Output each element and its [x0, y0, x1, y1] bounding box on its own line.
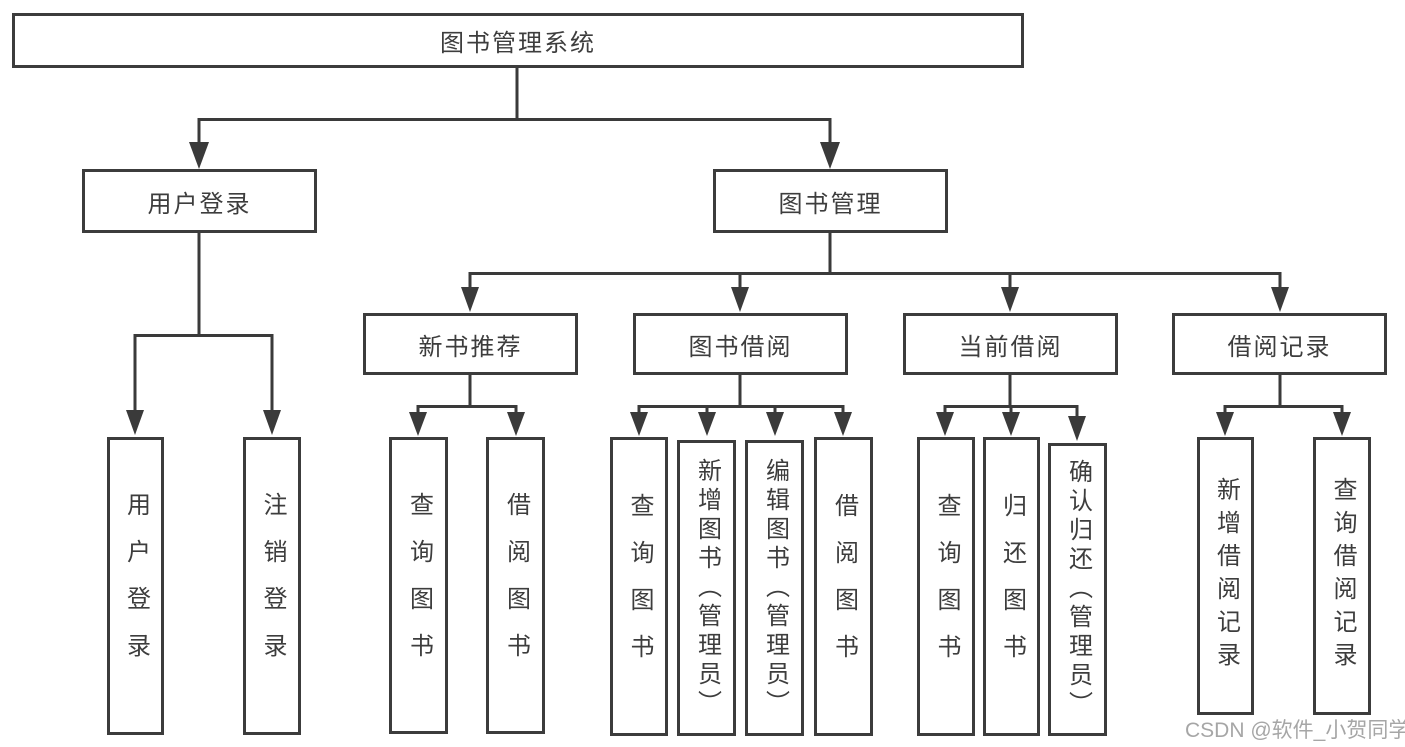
leaf-user-login: 用户登录: [107, 437, 164, 735]
node-user-login: 用户登录: [82, 169, 317, 233]
leaf-user-login-label: 用户登录: [122, 492, 150, 680]
leaf-logout: 注销登录: [243, 437, 301, 735]
node-new-book-recommend: 新书推荐: [363, 313, 578, 375]
leaf-add-book-admin-label: 新增图书（管理员）: [693, 457, 721, 719]
leaf-query-books-recommend-label: 查询图书: [405, 491, 433, 680]
node-borrow-records-label: 借阅记录: [1227, 333, 1332, 361]
node-root-label: 图书管理系统: [440, 30, 596, 57]
leaf-add-book-admin: 新增图书（管理员）: [677, 440, 736, 736]
node-book-management-label: 图书管理: [778, 190, 883, 218]
leaf-logout-label: 注销登录: [259, 492, 286, 680]
leaf-edit-book-admin-label: 编辑图书（管理员）: [761, 457, 789, 719]
leaf-query-borrow-record: 查询借阅记录: [1313, 437, 1371, 715]
node-book-borrow: 图书借阅: [633, 313, 848, 375]
leaf-add-borrow-record: 新增借阅记录: [1197, 437, 1254, 715]
leaf-edit-book-admin: 编辑图书（管理员）: [745, 440, 804, 736]
node-root: 图书管理系统: [12, 13, 1024, 68]
leaf-borrow-books-recommend-label: 借阅图书: [502, 491, 530, 680]
leaf-query-books-recommend: 查询图书: [389, 437, 448, 734]
node-borrow-records: 借阅记录: [1172, 313, 1387, 375]
node-book-management: 图书管理: [713, 169, 948, 233]
node-current-borrow: 当前借阅: [903, 313, 1118, 375]
leaf-query-books-current: 查询图书: [917, 437, 975, 736]
leaf-borrow-books-recommend: 借阅图书: [486, 437, 545, 734]
leaf-borrow-books-label: 借阅图书: [830, 492, 858, 681]
leaf-query-books-current-label: 查询图书: [933, 492, 960, 681]
leaf-borrow-books: 借阅图书: [814, 437, 873, 736]
leaf-query-books-borrow-label: 查询图书: [626, 492, 653, 681]
leaf-add-borrow-record-label: 新增借阅记录: [1212, 477, 1240, 675]
leaf-return-book-label: 归还图书: [998, 492, 1026, 681]
node-new-book-recommend-label: 新书推荐: [418, 333, 523, 361]
leaf-confirm-return-admin: 确认归还（管理员）: [1048, 443, 1107, 736]
leaf-return-book: 归还图书: [983, 437, 1040, 736]
leaf-confirm-return-admin-label: 确认归还（管理员）: [1064, 459, 1092, 720]
node-current-borrow-label: 当前借阅: [958, 333, 1063, 361]
leaf-query-books-borrow: 查询图书: [610, 437, 668, 736]
watermark: CSDN @软件_小贺同学: [1185, 719, 1405, 742]
node-book-borrow-label: 图书借阅: [688, 333, 793, 361]
leaf-query-borrow-record-label: 查询借阅记录: [1329, 477, 1356, 675]
node-user-login-label: 用户登录: [147, 190, 252, 218]
